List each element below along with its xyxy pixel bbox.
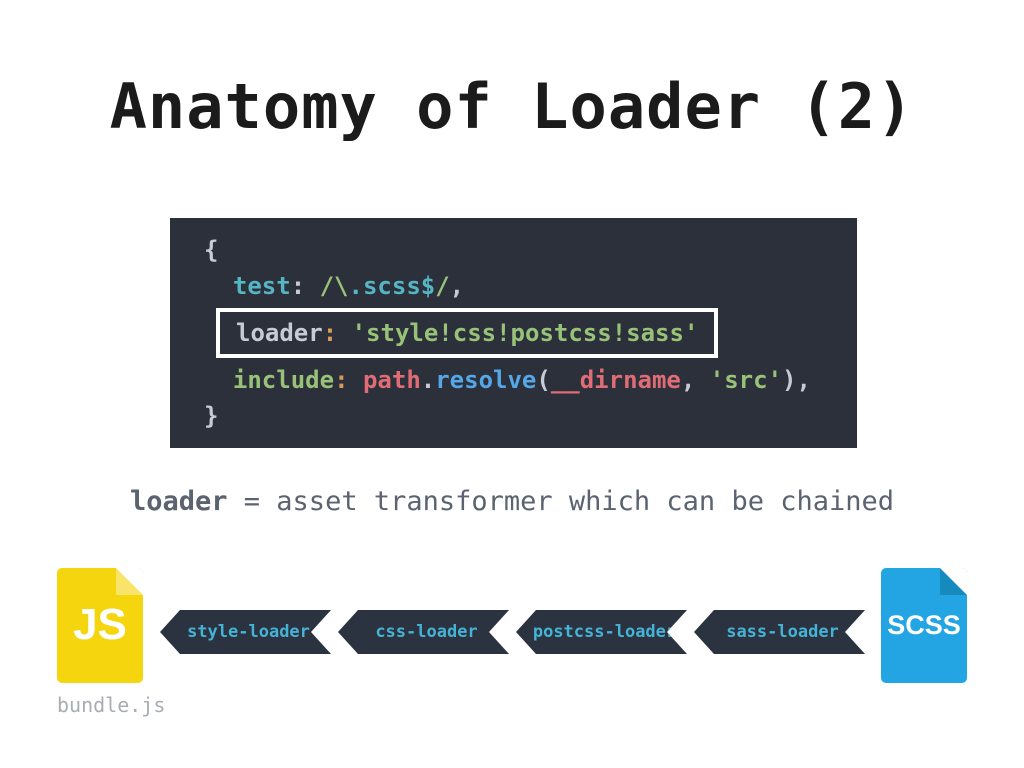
loader-chevron-style-loader: style-loader [160, 610, 331, 654]
code-line: include: path.resolve(__dirname, 'src'), [232, 366, 811, 394]
scss-icon-label: SCSS [887, 610, 961, 640]
loader-chevron-postcss-loader: postcss-loader [516, 610, 687, 654]
subtitle: loader = asset transformer which can be … [0, 486, 1024, 517]
subtitle-keyword: loader [129, 486, 228, 517]
output-file: JS bundle.js [57, 568, 166, 717]
loader-chain: style-loader css-loader postcss-loader sass… [160, 610, 865, 654]
loader-chevron-sass-loader: sass-loader [694, 610, 865, 654]
code-line-highlighted: loader: 'style!css!postcss!sass' [216, 308, 719, 358]
code-block: { test: /\.scss$/, loader: 'style!css!pos… [170, 218, 857, 448]
source-file: SCSS [881, 568, 967, 683]
scss-file-icon: SCSS [881, 568, 967, 683]
loader-chevron-label: sass-loader [726, 622, 839, 642]
loader-pipeline-diagram: JS bundle.js style-loader css-loader postc… [57, 568, 967, 717]
loader-chevron-label: style-loader [187, 622, 310, 642]
js-icon-label: JS [73, 599, 127, 649]
code-line: { [204, 236, 219, 264]
loader-chevron-label: css-loader [375, 622, 478, 642]
subtitle-text: = asset transformer which can be chained [227, 486, 895, 517]
output-file-caption: bundle.js [57, 693, 166, 717]
code-line: test: /\.scss$/, [232, 272, 465, 300]
slide-title: Anatomy of Loader (2) [109, 70, 915, 143]
javascript-file-icon: JS [57, 568, 143, 683]
loader-chevron-label: postcss-loader [532, 622, 677, 642]
code-line: } [204, 402, 219, 430]
loader-chevron-css-loader: css-loader [338, 610, 509, 654]
